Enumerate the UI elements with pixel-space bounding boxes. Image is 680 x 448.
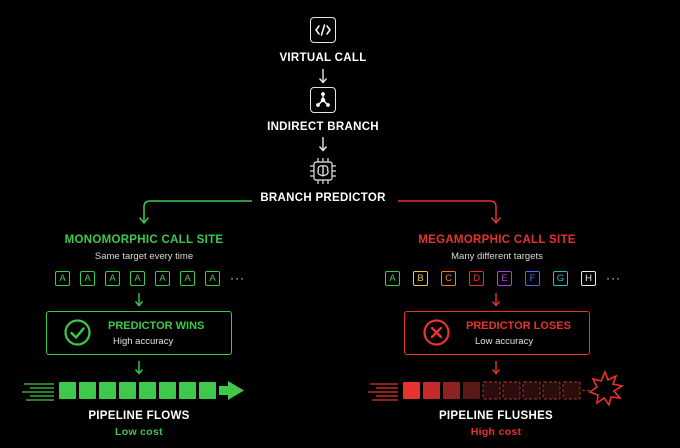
ellipsis: ··· [230, 271, 245, 285]
low-cost-label: Low cost [115, 426, 163, 438]
target-box: D [469, 271, 484, 286]
target-box: C [441, 271, 456, 286]
x-circle-icon [423, 319, 450, 346]
predictor-wins-title: PREDICTOR WINS [108, 320, 205, 332]
target-box: G [553, 271, 568, 286]
pipeline-flush-bar [368, 370, 625, 406]
megamorphic-title: MEGAMORPHIC CALL SITE [418, 234, 576, 246]
target-box: B [413, 271, 428, 286]
megamorphic-subtitle: Many different targets [451, 251, 543, 262]
indirect-branch-label: INDIRECT BRANCH [267, 121, 379, 133]
target-box: A [80, 271, 95, 286]
target-box: A [130, 271, 145, 286]
branch-predictor-label: BRANCH PREDICTOR [260, 192, 386, 204]
predictor-wins-sub: High accuracy [113, 336, 174, 347]
high-cost-label: High cost [470, 426, 522, 438]
virtual-call-label: VIRTUAL CALL [279, 52, 367, 64]
target-box: A [385, 271, 400, 286]
ellipsis: ··· [606, 271, 621, 285]
pipeline-flows-label: PIPELINE FLOWS [88, 410, 190, 422]
target-box: A [205, 271, 220, 286]
target-box: E [497, 271, 512, 286]
predictor-loses-sub: Low accuracy [475, 336, 534, 347]
target-box: A [155, 271, 170, 286]
predictor-wins-card: PREDICTOR WINS High accuracy [46, 311, 232, 355]
predictor-loses-card: PREDICTOR LOSES Low accuracy [404, 311, 590, 355]
target-box: A [180, 271, 195, 286]
check-circle-icon [64, 319, 91, 346]
code-icon [310, 17, 336, 43]
brain-chip-icon [309, 157, 337, 185]
branch-icon [310, 87, 336, 113]
predictor-loses-title: PREDICTOR LOSES [466, 320, 571, 332]
target-box: A [55, 271, 70, 286]
monomorphic-subtitle: Same target every time [94, 251, 194, 262]
monomorphic-title: MONOMORPHIC CALL SITE [64, 234, 224, 246]
pipeline-flow-bar [22, 381, 244, 401]
target-box: F [525, 271, 540, 286]
target-box: H [581, 271, 596, 286]
burst-icon [588, 370, 625, 406]
pipeline-flushes-label: PIPELINE FLUSHES [438, 410, 554, 422]
target-box: A [105, 271, 120, 286]
